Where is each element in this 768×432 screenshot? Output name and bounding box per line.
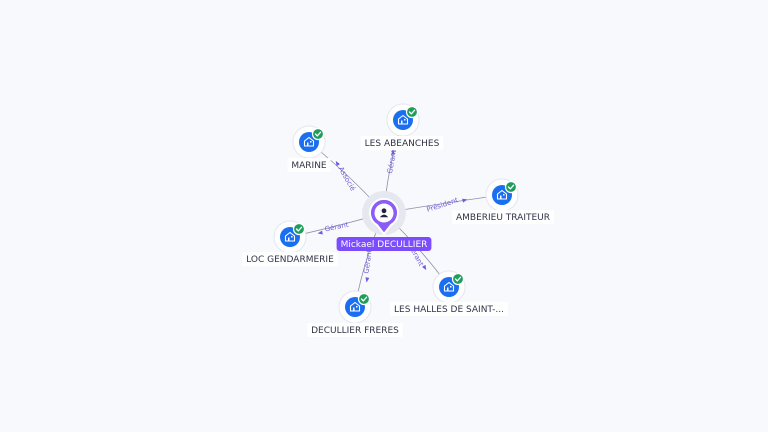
building-icon xyxy=(443,281,455,292)
company-name: LOC GENDARMERIE xyxy=(246,255,334,265)
label-background xyxy=(451,210,555,224)
company-name: LES ABEANCHES xyxy=(365,139,440,149)
edge-arrow-icon xyxy=(335,160,340,167)
company-node-marine[interactable] xyxy=(292,125,326,159)
label-background xyxy=(360,136,444,150)
company-node-les-halles-de-saint[interactable] xyxy=(432,270,466,304)
center-node[interactable]: Mickael DECULLIER xyxy=(336,191,432,251)
nodes-layer: LES ABEANCHES MARINE AMBERIEU TRAITEUR LOC … xyxy=(242,103,555,337)
verified-check-icon xyxy=(357,292,371,306)
building-icon xyxy=(349,301,361,312)
company-label-marine[interactable]: MARINE xyxy=(287,158,331,172)
verified-check-icon xyxy=(451,272,465,286)
label-background xyxy=(307,323,403,337)
edge-label-loc-gendarmerie: Gérant xyxy=(324,221,349,234)
center-label[interactable]: Mickael DECULLIER xyxy=(336,237,432,251)
edge-arrow-icon xyxy=(422,264,427,271)
building-icon xyxy=(284,231,296,242)
company-node-amberieu-traiteur[interactable] xyxy=(485,178,519,212)
company-label-les-halles-de-saint[interactable]: LES HALLES DE SAINT-... xyxy=(390,302,508,316)
company-node-les-abeanches[interactable] xyxy=(386,103,420,137)
verified-check-icon xyxy=(405,105,419,119)
label-background xyxy=(242,252,338,266)
company-label-loc-gendarmerie[interactable]: LOC GENDARMERIE xyxy=(242,252,338,266)
building-icon xyxy=(496,189,508,200)
edge-arrow-icon xyxy=(317,230,323,235)
person-icon xyxy=(379,208,389,218)
company-label-les-abeanches[interactable]: LES ABEANCHES xyxy=(360,136,444,150)
edge-label-les-abeanches: Gérant xyxy=(386,149,398,174)
verified-check-icon xyxy=(311,127,325,141)
center-label-background xyxy=(336,237,432,251)
label-background xyxy=(287,158,331,172)
company-node-loc-gendarmerie[interactable] xyxy=(273,220,307,254)
person-name: Mickael DECULLIER xyxy=(341,240,428,250)
company-name: MARINE xyxy=(291,161,327,171)
edge-arrow-icon xyxy=(462,198,468,203)
company-label-decullier-freres[interactable]: DECULLIER FRERES xyxy=(307,323,403,337)
verified-check-icon xyxy=(292,222,306,236)
company-name: DECULLIER FRERES xyxy=(311,326,399,336)
edge-label-decullier-freres: Gérant xyxy=(362,249,373,274)
company-label-amberieu-traiteur[interactable]: AMBERIEU TRAITEUR xyxy=(451,210,555,224)
company-name: LES HALLES DE SAINT-... xyxy=(394,305,504,315)
building-icon xyxy=(397,114,409,125)
edge-label-marine: Associé xyxy=(337,166,357,193)
company-node-decullier-freres[interactable] xyxy=(338,290,372,324)
label-background xyxy=(390,302,508,316)
edge-arrow-icon xyxy=(365,277,370,283)
company-name: AMBERIEU TRAITEUR xyxy=(456,213,550,223)
edge-arrow-icon xyxy=(391,149,395,155)
building-icon xyxy=(303,136,315,147)
verified-check-icon xyxy=(504,180,518,194)
